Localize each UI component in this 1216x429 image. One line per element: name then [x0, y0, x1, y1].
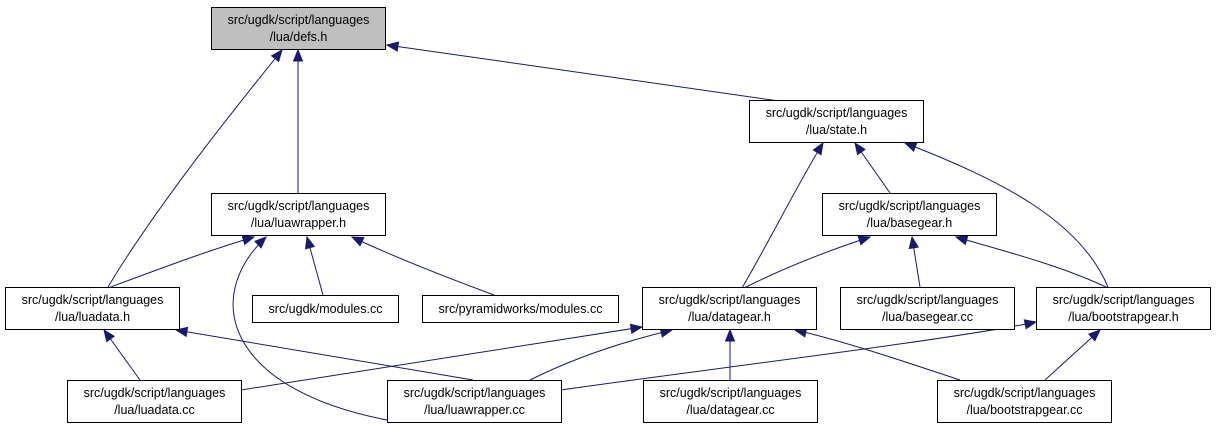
node-label-line: src/ugdk/script/languages — [22, 293, 164, 307]
node-label-line: src/ugdk/script/languages — [404, 386, 546, 400]
edge-luawrapper_cc-to-datagear_h — [529, 329, 673, 381]
edge-datagear_h-to-state_h — [741, 142, 824, 289]
node-label-line: src/ugdk/script/languages — [1053, 293, 1195, 307]
nodes: src/ugdk/script/languages/lua/defs.hsrc/… — [5, 7, 1211, 423]
arrowhead-icon — [1023, 319, 1038, 330]
node-label-line: src/ugdk/script/languages — [660, 386, 802, 400]
edge-bootstrapgear_cc-to-datagear_h — [794, 329, 961, 381]
node-label-line: src/ugdk/script/languages — [84, 386, 226, 400]
edge-bootstrapgear_cc-to-bootstrapgear_h — [1044, 329, 1101, 381]
node-box — [1036, 287, 1211, 330]
node-box — [822, 193, 997, 236]
node-luadata_h[interactable]: src/ugdk/script/languages/lua/luadata.h — [5, 287, 180, 330]
node-bootstrapgear_h[interactable]: src/ugdk/script/languages/lua/bootstrapg… — [1036, 287, 1211, 330]
node-label-line: /lua/datagear.cc — [686, 403, 774, 417]
node-label-line: /lua/basegear.h — [867, 216, 953, 230]
edge-datagear_h-to-basegear_h — [743, 236, 871, 289]
node-box — [211, 7, 386, 50]
node-bootstrapgear_cc[interactable]: src/ugdk/script/languages/lua/bootstrapg… — [937, 380, 1112, 423]
arrowhead-icon — [629, 323, 644, 334]
node-defs_h[interactable]: src/ugdk/script/languages/lua/defs.h — [211, 7, 386, 50]
arrowhead-icon — [1087, 329, 1101, 342]
node-label-line: /lua/luawrapper.cc — [424, 403, 525, 417]
arrowhead-icon — [103, 328, 115, 343]
node-label-line: /lua/defs.h — [270, 30, 328, 44]
node-state_h[interactable]: src/ugdk/script/languages/lua/state.h — [749, 100, 924, 143]
edge-bootstrapgear_h-to-basegear_h — [955, 236, 1109, 289]
node-label-line: /lua/luadata.h — [55, 310, 130, 324]
node-box — [642, 287, 817, 330]
arrowhead-icon — [385, 41, 400, 52]
edge-luawrapper_cc-to-luadata_h — [175, 329, 474, 381]
node-label-line: /lua/bootstrapgear.h — [1068, 310, 1179, 324]
node-label-line: src/ugdk/script/languages — [228, 13, 370, 27]
arrowhead-icon — [292, 48, 304, 62]
node-label-line: /lua/state.h — [806, 123, 867, 137]
edge-luadata_h-to-defs_h — [107, 49, 283, 288]
node-box — [840, 287, 1015, 330]
node-box — [67, 380, 242, 423]
node-box — [387, 380, 562, 423]
arrowhead-icon — [908, 235, 919, 250]
node-label-line: /lua/bootstrapgear.cc — [966, 403, 1082, 417]
node-label-line: src/ugdk/script/languages — [766, 106, 908, 120]
node-luawrapper_h[interactable]: src/ugdk/script/languages/lua/luawrapper… — [211, 193, 386, 236]
node-datagear_cc[interactable]: src/ugdk/script/languages/lua/datagear.c… — [643, 380, 818, 423]
node-label-line: src/ugdk/script/languages — [839, 199, 981, 213]
edge-luawrapper_cc-to-luawrapper_h — [232, 236, 388, 421]
node-label-line: /lua/datagear.h — [688, 310, 771, 324]
arrowhead-icon — [241, 235, 256, 246]
edge-state_h-to-defs_h — [386, 44, 780, 102]
node-box — [252, 295, 399, 323]
node-label-line: src/ugdk/script/languages — [659, 293, 801, 307]
edge-luadata_h-to-luawrapper_h — [107, 236, 255, 289]
node-label-line: src/ugdk/modules.cc — [269, 302, 383, 316]
node-label-line: /lua/basegear.cc — [882, 310, 973, 324]
node-box — [422, 295, 619, 323]
node-basegear_h[interactable]: src/ugdk/script/languages/lua/basegear.h — [822, 193, 997, 236]
node-label-line: src/pyramidworks/modules.cc — [439, 302, 603, 316]
node-box — [643, 380, 818, 423]
node-label-line: src/ugdk/script/languages — [228, 199, 370, 213]
node-box — [937, 380, 1112, 423]
arrowhead-icon — [254, 236, 267, 249]
node-pyramid_modules_cc[interactable]: src/pyramidworks/modules.cc — [422, 295, 619, 323]
arrowhead-icon — [854, 141, 866, 156]
node-label-line: /lua/luadata.cc — [114, 403, 195, 417]
arrowhead-icon — [857, 235, 872, 246]
node-luawrapper_cc[interactable]: src/ugdk/script/languages/lua/luawrapper… — [387, 380, 562, 423]
node-basegear_cc[interactable]: src/ugdk/script/languages/lua/basegear.c… — [840, 287, 1015, 330]
node-box — [5, 287, 180, 330]
arrowhead-icon — [305, 235, 316, 250]
arrowhead-icon — [903, 142, 918, 153]
arrowhead-icon — [954, 235, 969, 246]
node-label-line: src/ugdk/script/languages — [954, 386, 1096, 400]
arrowhead-icon — [350, 236, 365, 247]
node-datagear_h[interactable]: src/ugdk/script/languages/lua/datagear.h — [642, 287, 817, 330]
edge-bootstrapgear_h-to-state_h — [904, 142, 1109, 288]
node-box — [749, 100, 924, 143]
node-label-line: src/ugdk/script/languages — [857, 293, 999, 307]
node-box — [211, 193, 386, 236]
edge-luadata_cc-to-datagear_h — [240, 326, 643, 391]
node-luadata_cc[interactable]: src/ugdk/script/languages/lua/luadata.cc — [67, 380, 242, 423]
arrowhead-icon — [724, 328, 736, 342]
arrowhead-icon — [270, 48, 283, 63]
arrowhead-icon — [812, 141, 824, 156]
edges — [103, 41, 1109, 421]
node-ugdk_modules_cc[interactable]: src/ugdk/modules.cc — [252, 295, 399, 323]
node-label-line: /lua/luawrapper.h — [251, 216, 346, 230]
edge-pyramid_modules_cc-to-luawrapper_h — [351, 236, 495, 296]
